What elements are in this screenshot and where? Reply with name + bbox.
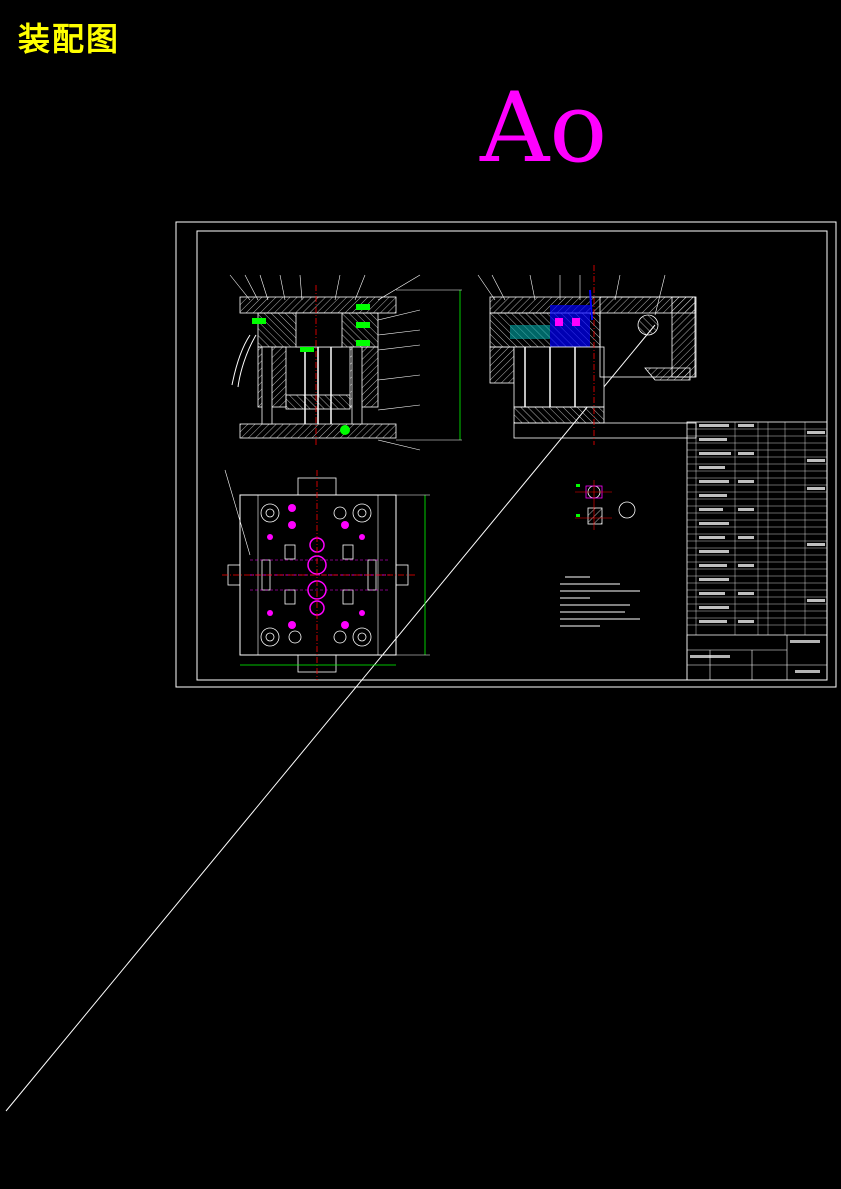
diagonal-construction-line [5, 324, 656, 1112]
detail-view [575, 480, 636, 530]
title-block [686, 634, 828, 681]
drawing-title: 装配图 [18, 20, 121, 58]
side-section-view [477, 265, 697, 445]
sheet-size-label: Ao [480, 72, 608, 184]
plan-view [222, 469, 430, 680]
sheet-outer-border [175, 221, 837, 688]
main-section-view [229, 274, 462, 451]
technical-notes [560, 576, 640, 627]
